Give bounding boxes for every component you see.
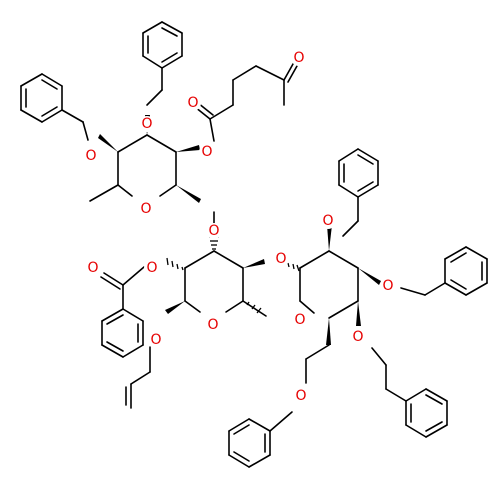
oxygen-atom: O (83, 148, 99, 164)
oxygen-atom: O (291, 50, 307, 66)
wedge-bond (326, 318, 331, 345)
benzyl-group-c4 (228, 411, 293, 468)
wedge-bond (327, 225, 332, 251)
svg-text:O: O (146, 260, 157, 276)
svg-text:O: O (87, 260, 98, 276)
glycosidic-linkage-a (176, 185, 215, 225)
oxygen-atoms: O O O O O O O O O O O O O O O O O (83, 50, 396, 404)
oxygen-atom: O (293, 388, 309, 404)
oxygen-atom: O (350, 329, 366, 345)
levulinoyl-ester (194, 63, 298, 142)
oxygen-atom: O (380, 278, 396, 294)
svg-text:O: O (322, 213, 333, 229)
wedge-bond (356, 301, 361, 326)
oxygen-atom: O (273, 251, 289, 267)
benzyl-group-c3 (371, 347, 448, 438)
svg-text:O: O (295, 388, 306, 404)
wedge-bond (176, 185, 201, 203)
svg-text:O: O (141, 116, 152, 132)
oxygen-atom: O (320, 213, 336, 229)
oxygen-atom: O (139, 116, 155, 132)
allyl-group (125, 346, 151, 409)
svg-text:O: O (208, 223, 219, 239)
svg-text:O: O (382, 278, 393, 294)
svg-text:O: O (275, 251, 286, 267)
wedge-bond (176, 145, 200, 152)
oxygen-atom: O (138, 201, 154, 217)
benzyl-group-a1 (20, 73, 89, 141)
benzoate-ester (100, 266, 145, 358)
ring-c-bonds (287, 225, 381, 384)
oxygen-atom: O (185, 95, 201, 111)
oxygen-atom: O (144, 260, 160, 276)
svg-text:O: O (294, 312, 305, 328)
benzyl-group-c1 (338, 148, 379, 237)
oxygen-atom: O (85, 260, 101, 276)
oxygen-atom: O (199, 144, 215, 160)
svg-text:O: O (140, 201, 151, 217)
svg-text:O: O (150, 332, 161, 348)
wedge-bond (358, 268, 381, 285)
svg-text:O: O (85, 148, 96, 164)
oxygen-atom: O (292, 312, 308, 328)
svg-text:O: O (207, 317, 218, 333)
wedge-bond (98, 134, 118, 152)
oxygen-atom: O (206, 223, 222, 239)
svg-text:O: O (352, 329, 363, 345)
benzyl-group-a2 (142, 21, 183, 106)
oxygen-atom: O (205, 317, 221, 333)
oxygen-atom: O (148, 332, 164, 348)
ring-b-bonds (165, 236, 267, 317)
svg-text:O: O (201, 144, 212, 160)
wedge-bond (243, 259, 265, 268)
svg-text:O: O (187, 95, 198, 111)
wedge-bond (165, 301, 185, 314)
svg-text:O: O (293, 50, 304, 66)
benzyl-group-c2 (400, 246, 488, 296)
